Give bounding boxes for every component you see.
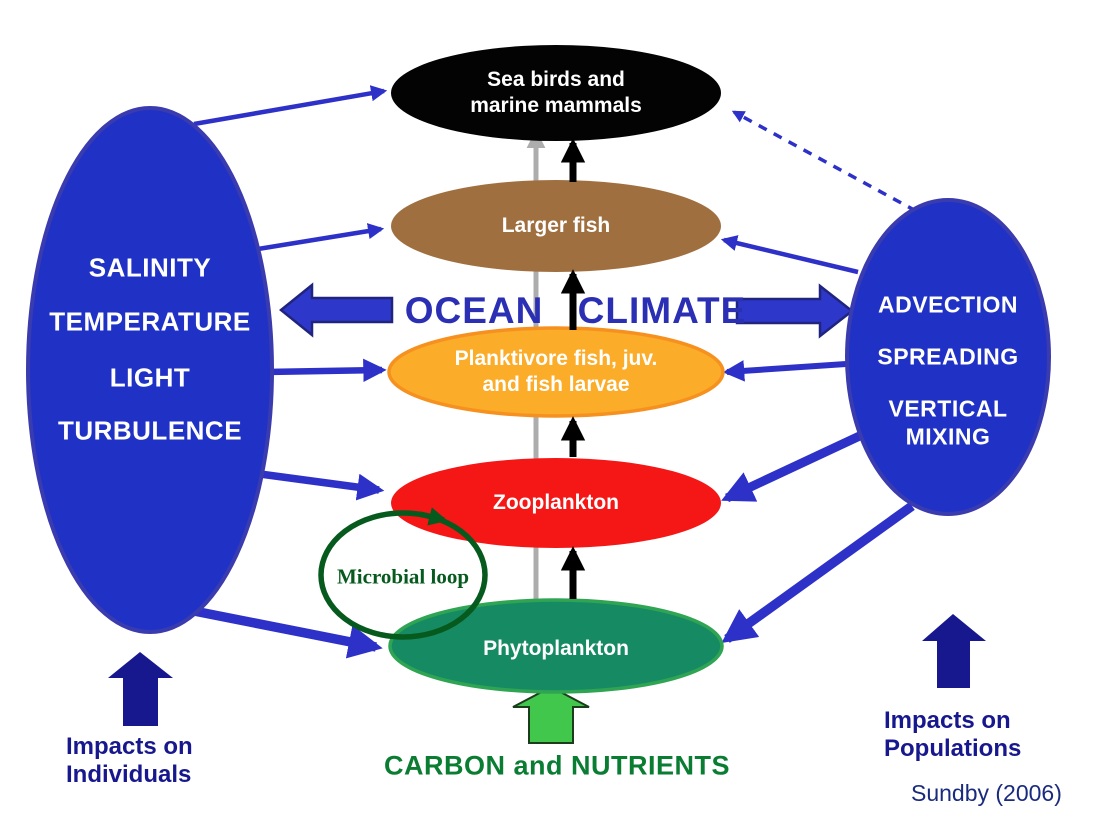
- zooplankton-label: Zooplankton: [493, 491, 619, 514]
- driver-vertical: VERTICAL: [888, 395, 1008, 422]
- arrow-left-to-zooplankton: [259, 470, 385, 501]
- planktivore-label-line2: and fish larvae: [482, 373, 630, 396]
- planktivore-label: Planktivore fish, juv. and fish larvae: [455, 346, 658, 398]
- seabirds-label: Sea birds and marine mammals: [470, 67, 642, 119]
- ocean-climate-right-arrow: [735, 283, 855, 339]
- driver-salinity: SALINITY: [88, 252, 212, 283]
- microbial-loop-arrowhead: [419, 507, 448, 526]
- left-drivers-ellipse: [26, 106, 274, 634]
- planktivore-ellipse: [387, 326, 725, 418]
- impacts-populations-arrow: [922, 614, 986, 688]
- carbon-nutrients-arrow: [512, 685, 590, 744]
- impacts-individuals-label: Impacts on Individuals: [66, 733, 193, 789]
- microbial-loop-label: Microbial loop: [336, 564, 470, 589]
- zooplankton-ellipse: [391, 458, 721, 548]
- arrow-right-to-largerfish: [720, 235, 859, 275]
- phytoplankton-label: Phytoplankton: [483, 637, 629, 660]
- ocean-climate-left-arrow: [279, 282, 394, 338]
- impacts-individuals-arrow: [108, 652, 173, 726]
- arrow-right-to-planktivore: [722, 360, 847, 382]
- driver-light: LIGHT: [109, 362, 191, 393]
- impacts-individuals-line1: Impacts on: [66, 733, 193, 760]
- phytoplankton-ellipse: [388, 598, 724, 694]
- driver-turbulence: TURBULENCE: [57, 415, 243, 446]
- arrow-left-to-largerfish: [257, 223, 385, 252]
- driver-temperature: TEMPERATURE: [49, 306, 251, 337]
- arrow-left-to-planktivore: [265, 358, 387, 383]
- impacts-populations-label: Impacts on Populations: [884, 707, 1021, 763]
- driver-advection: ADVECTION: [878, 291, 1018, 318]
- microbial-loop-ring: [318, 510, 488, 640]
- climate-word: CLIMATE: [577, 290, 747, 331]
- seabirds-label-line1: Sea birds and: [487, 68, 625, 91]
- planktivore-label-line1: Planktivore fish, juv.: [454, 347, 658, 370]
- largerfish-label: Larger fish: [501, 214, 611, 237]
- driver-mixing: MIXING: [905, 423, 991, 450]
- impacts-populations-line2: Populations: [884, 735, 1022, 762]
- arrow-right-to-zooplankton: [721, 428, 868, 503]
- citation: Sundby (2006): [911, 780, 1062, 806]
- driver-spreading: SPREADING: [877, 343, 1019, 370]
- largerfish-ellipse: [391, 180, 721, 272]
- dashed-arrow-right-to-seabirds: [731, 110, 917, 213]
- microbial-loop-circle: [318, 507, 488, 640]
- left-driver-arrows: [193, 85, 388, 659]
- impacts-individuals-line2: Individuals: [66, 761, 192, 788]
- ocean-word: OCEAN: [404, 290, 544, 331]
- arrow-left-to-seabirds: [193, 85, 388, 127]
- arrow-left-to-phytoplankton: [193, 606, 383, 659]
- seabirds-label-line2: marine mammals: [470, 94, 642, 117]
- right-driver-arrows: [720, 110, 917, 643]
- seabirds-ellipse: [391, 45, 721, 141]
- impacts-populations-line1: Impacts on: [884, 707, 1011, 734]
- right-drivers-ellipse: [845, 198, 1051, 516]
- carbon-nutrients-label: CARBON and NUTRIENTS: [384, 750, 730, 781]
- arrow-right-to-phytoplankton: [721, 502, 915, 643]
